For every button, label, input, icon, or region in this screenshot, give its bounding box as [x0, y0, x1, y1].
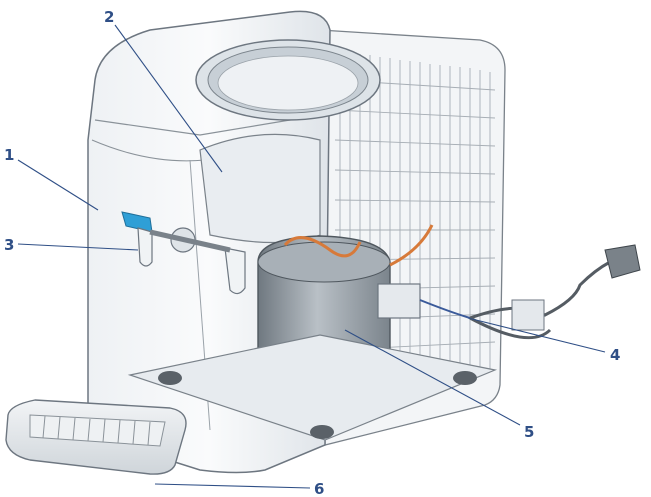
cold-water-tap [121, 211, 153, 267]
leader-5 [344, 329, 521, 426]
callout-3: 3 [4, 236, 14, 254]
callout-1: 1 [4, 146, 14, 164]
reservoir-opening [195, 39, 381, 121]
leader-lines [17, 24, 606, 489]
callout-2: 2 [104, 8, 114, 26]
callout-4: 4 [610, 346, 620, 364]
hot-water-tap [149, 227, 246, 295]
power-cord [469, 244, 641, 340]
leader-6 [154, 483, 311, 489]
callout-labels: 1 2 3 4 5 6 [4, 8, 620, 497]
leader-1 [17, 159, 99, 211]
callout-5: 5 [524, 423, 534, 441]
callout-6: 6 [314, 480, 324, 497]
cold-water-tank [199, 133, 321, 244]
drip-tray [5, 399, 187, 475]
leader-3 [17, 243, 139, 251]
base-plate [127, 334, 498, 441]
leader-4 [467, 317, 606, 353]
thermostat-relay [377, 283, 471, 319]
leader-2 [114, 24, 223, 173]
